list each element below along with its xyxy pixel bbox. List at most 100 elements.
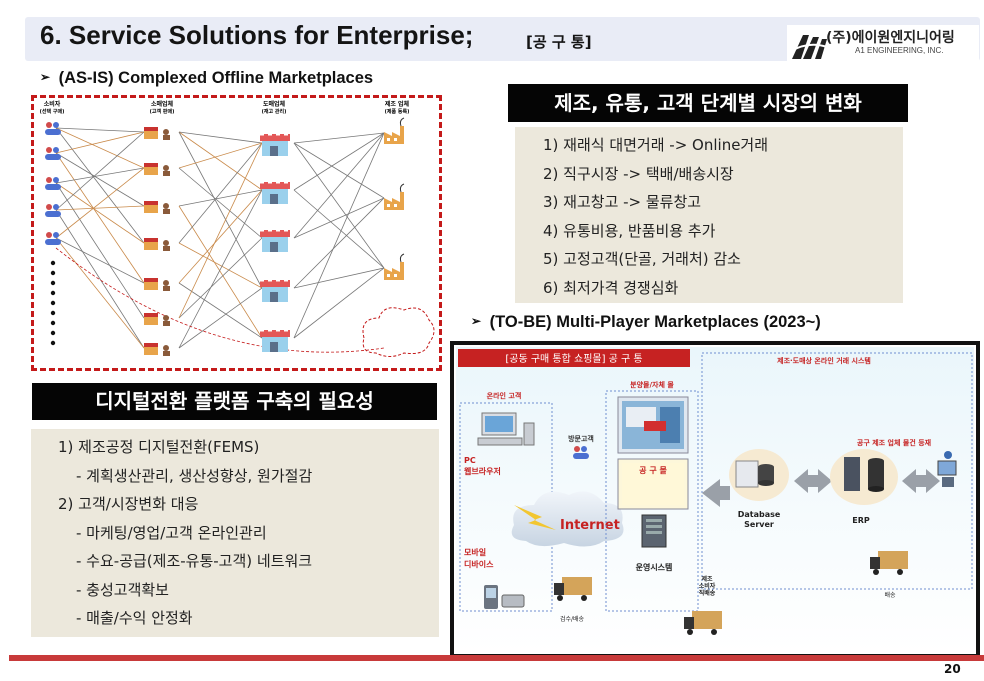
factory-icon (384, 253, 405, 280)
direct-delivery-label-2: 소비자 (699, 582, 716, 590)
list-item: 2) 고객/시장변화 대응 (58, 495, 199, 513)
retailer-icon (144, 127, 170, 140)
consumer-icon (45, 204, 61, 217)
double-arrow-icon (794, 469, 832, 493)
manufacturer-pc-icon (937, 451, 957, 487)
manufacturer-icons (362, 117, 435, 357)
col-consumer-label: 소비자 (44, 100, 61, 108)
list-item: 1) 재래식 대면거래 -> Online거래 (543, 136, 769, 154)
tobe-heading: ➢ (TO-BE) Multi-Player Marketplaces (202… (471, 313, 821, 332)
bullet-arrow-icon: ➢ (471, 314, 482, 328)
asis-heading-text: (AS-IS) Complexed Offline Marketplaces (58, 69, 374, 87)
retailer-icon (144, 201, 170, 214)
store-icon (260, 180, 290, 204)
col-manufacturer-sub: (제품 등록) (385, 108, 410, 115)
mobile-label: 모바일 (464, 547, 486, 557)
col-manufacturer-label: 제조 업체 (385, 100, 410, 108)
ops-system-label: 운영시스템 (636, 562, 673, 572)
store-icon (260, 328, 290, 352)
list-item: - 수요-공급(제조-유통-고객) 네트워크 (76, 552, 313, 570)
company-logo (787, 25, 979, 65)
list-item: 4) 유통비용, 반품비용 추가 (543, 222, 716, 240)
factory-icon (384, 183, 405, 210)
pc-label: PC (464, 456, 476, 465)
retailer-icons (144, 127, 170, 356)
internet-cloud-icon (511, 491, 624, 547)
gonggu-mall-label: 공 구 몰 (639, 466, 667, 475)
factory-icon (384, 117, 405, 144)
logo-english-text: A1 ENGINEERING, INC. (855, 46, 944, 55)
col-consumer-sub: (선택 구매) (40, 108, 65, 115)
truck-icon (870, 551, 908, 575)
system-title: 제조·도매상 온라인 거래 시스템 (777, 356, 871, 365)
visitor-label: 방문고객 (568, 434, 594, 443)
asis-connection-lines (55, 127, 385, 353)
list-item: - 충성고객확보 (76, 581, 169, 599)
online-customer-label: 온라인 고객 (487, 391, 522, 400)
mobile-label-sub: 디바이스 (464, 559, 494, 569)
gonggu-mall-icon (617, 458, 689, 510)
list-item: 6) 최저가격 경쟁심화 (543, 279, 679, 297)
market-change-banner: 제조, 유통, 고객 단계별 시장의 변화 (508, 84, 908, 122)
shop-screen-icon (617, 396, 689, 454)
col-retailer-label: 소매업체 (151, 100, 174, 108)
lightning-icon (514, 505, 556, 530)
col-wholesaler-sub: (재고 관리) (262, 108, 287, 115)
retailer-icon (144, 313, 170, 326)
erp-label: ERP (852, 516, 870, 525)
db-server-label: Database (738, 510, 781, 519)
page-title: 6. Service Solutions for Enterprise; (40, 20, 474, 50)
list-item: 5) 고정고객(단골, 거래처) 감소 (543, 250, 741, 268)
mall-title-bar (458, 349, 690, 367)
direct-delivery-label-3: 직배송 (699, 589, 716, 597)
system-region (701, 352, 973, 590)
list-item: 3) 재고창고 -> 물류창고 (543, 193, 702, 211)
mfr-register-label: 공구 제조 업체 물건 등재 (857, 438, 931, 447)
list-item: 1) 제조공정 디지털전환(FEMS) (58, 438, 260, 456)
store-icon (260, 228, 290, 252)
footer-divider (9, 655, 984, 661)
store-icon (260, 132, 290, 156)
inspection-label: 검수/배송 (560, 615, 585, 623)
list-item: 2) 직구시장 -> 택배/배송시장 (543, 165, 734, 183)
pc-label-sub: 웹브라우저 (464, 466, 501, 476)
tobe-diagram-frame: [공동 구매 통합 쇼핑몰] 공 구 통 제조·도매상 온라인 거래 시스템 온… (450, 341, 980, 658)
digital-transform-banner: 디지털전환 플랫폼 구축의 필요성 (32, 383, 437, 420)
retailer-icon (144, 238, 170, 251)
tobe-architecture-diagram: [공동 구매 통합 쇼핑몰] 공 구 통 제조·도매상 온라인 거래 시스템 온… (456, 347, 974, 652)
list-item: - 마케팅/영업/고객 온라인관리 (76, 524, 267, 542)
ops-server-icon (641, 514, 667, 548)
wholesaler-icons (260, 132, 290, 352)
consumer-icon (45, 147, 61, 160)
direct-delivery-label: 제조 (701, 575, 713, 583)
truck-icon (684, 611, 722, 635)
cloud-outline-icon (362, 307, 435, 357)
col-retailer-sub: (고객 판매) (150, 108, 175, 115)
asis-network-diagram: 소비자 (선택 구매) 소매업체 (고객 판매) 도매업체 (재고 관리) 제조… (40, 100, 435, 357)
logo-korean-text: (주)에이원엔지니어링 (826, 30, 955, 46)
page-title-tag: [공 구 통] (526, 33, 592, 51)
tobe-heading-text: (TO-BE) Multi-Player Marketplaces (2023~… (489, 313, 821, 331)
mall-region (605, 390, 699, 612)
asis-heading: ➢ (AS-IS) Complexed Offline Marketplaces (40, 69, 373, 88)
delivery-label: 배송 (884, 591, 896, 599)
erp-server-icon (830, 449, 898, 505)
list-item: - 매출/수익 안정화 (76, 609, 193, 627)
db-server-label-sub: Server (744, 520, 774, 529)
retailer-icon (144, 343, 170, 356)
database-server-icon (729, 449, 789, 501)
retailer-icon (144, 163, 170, 176)
double-arrow-icon (902, 469, 940, 493)
truck-icon (554, 577, 592, 601)
consumer-icons (45, 122, 61, 346)
shop-tab-label: 분양몰/자체 몰 (630, 380, 674, 389)
page-number: 20 (944, 662, 961, 676)
consumer-icon (45, 232, 61, 245)
digital-transform-list: 1) 제조공정 디지털전환(FEMS) - 계획생산관리, 생산성향상, 원가절… (31, 429, 439, 637)
bullet-arrow-icon: ➢ (40, 70, 51, 84)
internet-label: Internet (560, 518, 620, 533)
asis-diagram-frame (31, 95, 442, 371)
ellipsis-dots-icon (50, 260, 56, 346)
list-item: - 계획생산관리, 생산성향상, 원가절감 (76, 467, 313, 485)
pc-icon (477, 412, 535, 446)
